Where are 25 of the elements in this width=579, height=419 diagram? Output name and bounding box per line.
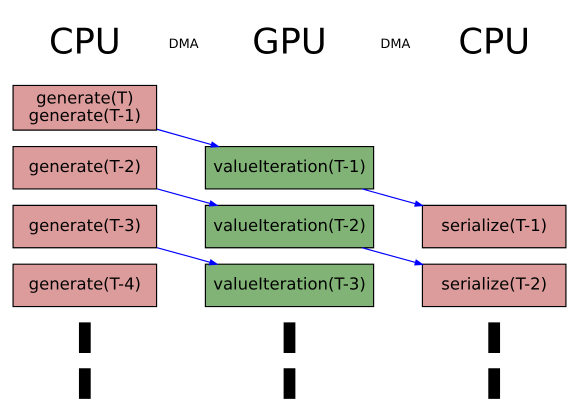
label: CPU (458, 22, 530, 63)
node-bar (284, 368, 296, 399)
node-box: serialize(T-2) (422, 264, 567, 308)
arrow (156, 247, 219, 266)
node-box: generate(T) generate(T-1) (12, 84, 158, 131)
arrow (156, 128, 220, 148)
node-bar (78, 368, 91, 399)
node-box: generate(T-4) (12, 264, 158, 308)
label: DMA (168, 37, 199, 52)
arrow (362, 247, 424, 266)
node-box: serialize(T-1) (422, 204, 567, 248)
node-bar (78, 322, 91, 353)
node-box: generate(T-3) (12, 204, 158, 248)
node-bar (488, 368, 500, 399)
label: GPU (252, 22, 327, 63)
node-bar (488, 322, 500, 353)
node-bar (284, 322, 296, 353)
label: CPU (48, 22, 121, 63)
node-box: valueIteration(T-2) (204, 204, 374, 248)
node-box: valueIteration(T-3) (204, 264, 374, 308)
node-box: generate(T-2) (12, 146, 158, 190)
arrow (156, 188, 219, 207)
label: DMA (380, 37, 410, 52)
arrow (362, 188, 424, 207)
node-box: valueIteration(T-1) (204, 146, 374, 190)
